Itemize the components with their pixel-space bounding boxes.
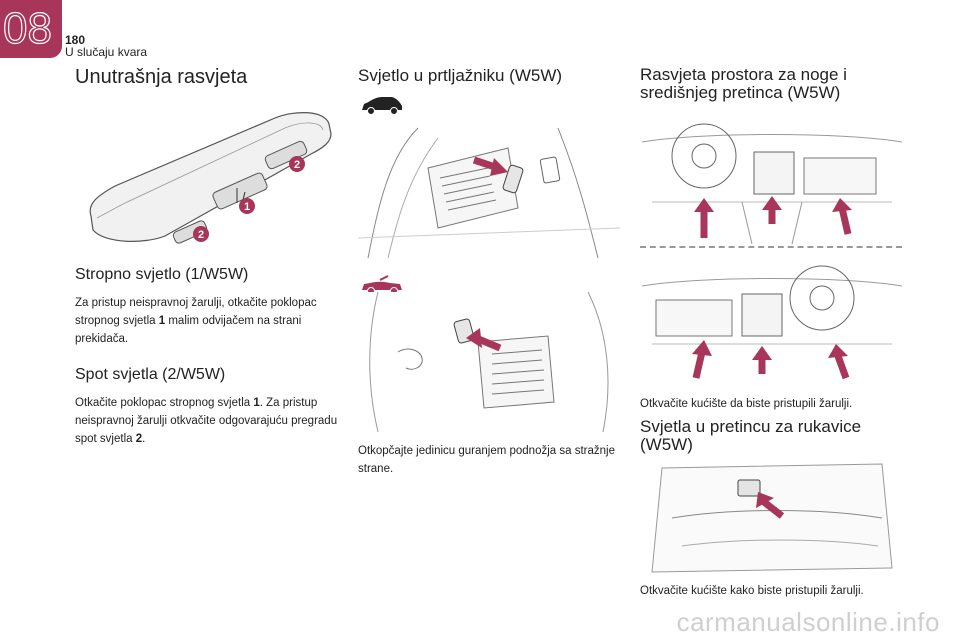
heading-ceiling-light: Stropno svjetlo (1/W5W): [75, 266, 249, 283]
boot-light-hatchback-illustration: [358, 118, 620, 260]
arrow-right-lower: [828, 344, 850, 380]
boot-light-caption: Otkopčajte jedinicu guranjem podnožja sa…: [358, 445, 615, 475]
heading-spot-lights: Spot svjetla (2/W5W): [75, 366, 226, 383]
footwell-light-illustration-bottom: [642, 252, 902, 384]
spot-lights-text: Otkačite poklopac stropnog svjetla 1. Za…: [75, 397, 338, 445]
footwell-caption: Otkvačite kućište da biste pristupili ža…: [640, 398, 853, 410]
svg-text:2: 2: [294, 159, 300, 171]
heading-interior-lighting: Unutrašnja rasvjeta: [75, 66, 248, 88]
chapter-number: 08: [2, 3, 52, 53]
dashed-divider: [640, 246, 902, 248]
watermark: carmanualsonline.info: [676, 607, 940, 637]
subsection-glovebox-light: Svjetla u pretincu za rukavice (W5W): [640, 418, 902, 454]
arrow-center-lower: [752, 346, 772, 374]
subsection-ceiling-light: Stropno svjetlo (1/W5W) Za pristup neisp…: [75, 266, 345, 348]
chapter-tab: [0, 0, 62, 58]
column-footwell-light: Rasvjeta prostora za noge i središnjeg p…: [640, 66, 902, 102]
column-boot-light: Svjetlo u prtljažniku (W5W): [358, 66, 628, 86]
heading-boot-light: Svjetlo u prtljažniku (W5W): [358, 66, 563, 85]
ceiling-light-illustration: 1 2 2: [89, 112, 332, 244]
svg-text:2: 2: [198, 229, 204, 241]
boot-light-cabriolet-illustration: [358, 292, 620, 434]
callout-1: 1: [239, 198, 255, 214]
subsection-spot-lights: Spot svjetla (2/W5W) Otkačite poklopac s…: [75, 366, 345, 448]
arrow-left: [694, 198, 714, 238]
callout-2-bottom: 2: [193, 226, 209, 242]
ceiling-light-text: Za pristup neispravnoj žarulji, otkačite…: [75, 297, 317, 345]
page-number: 180: [65, 33, 86, 47]
callout-2-top: 2: [289, 156, 305, 172]
svg-text:1: 1: [244, 201, 250, 213]
arrow-left-lower: [692, 340, 712, 379]
footwell-light-illustration-top: [642, 112, 902, 244]
glovebox-light-illustration: [642, 458, 902, 576]
section-name: U slučaju kvara: [65, 45, 148, 59]
glovebox-caption: Otkvačite kućište kako biste pristupili …: [640, 585, 864, 597]
column-interior-lighting: Unutrašnja rasvjeta: [75, 66, 345, 89]
heading-glovebox-light: Svjetla u pretincu za rukavice (W5W): [640, 417, 862, 454]
arrow-right: [832, 198, 852, 235]
heading-footwell-light: Rasvjeta prostora za noge i središnjeg p…: [640, 65, 847, 102]
arrow-center: [762, 196, 782, 224]
hatchback-icon: [362, 97, 402, 115]
